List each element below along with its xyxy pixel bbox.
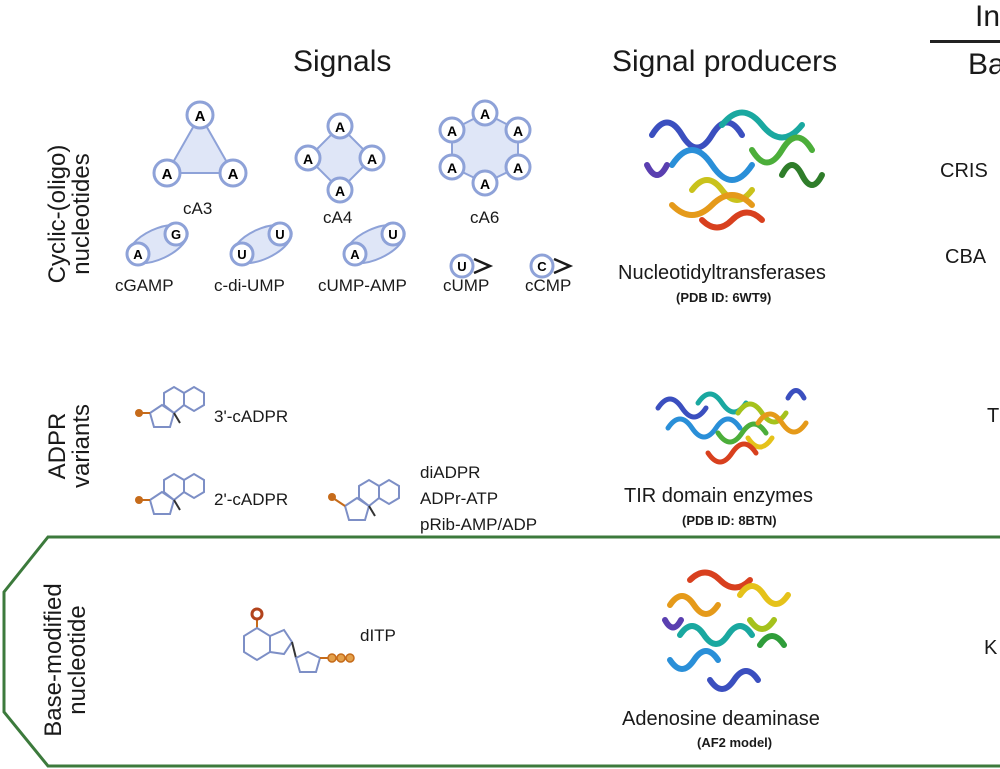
- ADPr-ATP-label: ADPr-ATP: [420, 489, 499, 508]
- svg-text:A: A: [335, 183, 345, 199]
- cA6-label: cA6: [470, 208, 500, 227]
- c-di-UMP-molecule: U U: [229, 221, 293, 267]
- adenine-icon: A: [294, 144, 322, 172]
- adenosine-deaminase-model-label: (AF2 model): [697, 735, 773, 750]
- signals-header: Signals: [293, 45, 392, 78]
- nucleotidyltransferases-pdb-label: (PDB ID: 6WT9): [676, 290, 772, 305]
- svg-text:U: U: [275, 227, 284, 242]
- svg-text:A: A: [367, 151, 377, 167]
- adenine-icon: A: [504, 153, 532, 181]
- right-column-item-2: CBA: [945, 246, 987, 268]
- svg-text:A: A: [480, 176, 490, 192]
- svg-text:A: A: [335, 119, 345, 135]
- adenine-icon: A: [152, 158, 182, 188]
- right-column-item-4: K: [984, 637, 998, 659]
- cUMP-label: cUMP: [443, 276, 490, 295]
- svg-text:U: U: [237, 247, 246, 262]
- svg-text:A: A: [195, 108, 206, 125]
- cGAMP-molecule: A G: [125, 221, 189, 267]
- c-di-UMP-label: c-di-UMP: [214, 276, 285, 295]
- 3-cADPR-label: 3'-cADPR: [214, 407, 289, 426]
- dITP-structure: [243, 607, 355, 673]
- linear-ADPR-structure: [328, 478, 400, 521]
- adenosine-deaminase-structure-image: [662, 569, 791, 692]
- right-column-item-1: CRIS: [940, 160, 988, 182]
- dITP-label: dITP: [360, 626, 396, 645]
- svg-text:A: A: [447, 160, 457, 176]
- cUMP-AMP-molecule: A U: [342, 221, 406, 267]
- svg-text:A: A: [133, 247, 143, 262]
- adenosine-deaminase-label: Adenosine deaminase: [622, 708, 820, 730]
- cCMP-molecule: C: [529, 253, 574, 279]
- nucleotidyltransferase-structure-image: [644, 109, 825, 231]
- diADPR-label: diADPR: [420, 463, 481, 482]
- signal-producers-header: Signal producers: [612, 45, 838, 78]
- tir-domain-pdb-label: (PDB ID: 8BTN): [682, 513, 777, 528]
- svg-text:C: C: [537, 259, 547, 274]
- adenine-icon: A: [471, 99, 499, 127]
- adenine-icon: A: [358, 144, 386, 172]
- svg-text:A: A: [162, 166, 173, 183]
- svg-text:A: A: [350, 247, 360, 262]
- cA4-ring: A A A A: [294, 112, 386, 204]
- tir-domain-enzymes-label: TIR domain enzymes: [624, 485, 813, 507]
- right-column-item-3: T: [987, 405, 1000, 427]
- svg-text:A: A: [480, 106, 490, 122]
- tir-domain-structure-image: [655, 388, 809, 465]
- cA3-label: cA3: [183, 199, 213, 218]
- cA6-ring: A A A A A A: [438, 99, 532, 197]
- right-column-header: In: [975, 0, 1000, 33]
- adenine-icon: A: [326, 176, 354, 204]
- cUMP-molecule: U: [449, 253, 494, 279]
- cGAMP-label: cGAMP: [115, 276, 174, 295]
- pRib-AMP-ADP-label: pRib-AMP/ADP: [420, 515, 538, 534]
- adenine-icon: A: [471, 169, 499, 197]
- svg-text:A: A: [447, 123, 457, 139]
- adenine-icon: A: [326, 112, 354, 140]
- svg-text:U: U: [388, 227, 397, 242]
- right-column-subheader: Ba: [968, 48, 1000, 81]
- 2-cADPR-label: 2'-cADPR: [214, 490, 289, 509]
- svg-text:A: A: [228, 166, 239, 183]
- adenine-icon: A: [504, 116, 532, 144]
- svg-text:A: A: [513, 123, 523, 139]
- header-divider-line: [930, 40, 1000, 43]
- adenine-icon: A: [438, 153, 466, 181]
- svg-text:U: U: [457, 259, 466, 274]
- cCMP-label: cCMP: [525, 276, 572, 295]
- cA4-label: cA4: [323, 208, 353, 227]
- cA3-ring: A A A: [152, 100, 248, 188]
- adenine-icon: A: [185, 100, 215, 130]
- 3-cADPR-structure: [135, 385, 205, 428]
- nucleotidyltransferases-label: Nucleotidyltransferases: [618, 262, 826, 284]
- 2-cADPR-structure: [135, 472, 205, 515]
- adenine-icon: A: [218, 158, 248, 188]
- svg-text:G: G: [171, 227, 181, 242]
- cUMP-AMP-label: cUMP-AMP: [318, 276, 407, 295]
- svg-text:A: A: [303, 151, 313, 167]
- svg-text:A: A: [513, 160, 523, 176]
- adenine-icon: A: [438, 116, 466, 144]
